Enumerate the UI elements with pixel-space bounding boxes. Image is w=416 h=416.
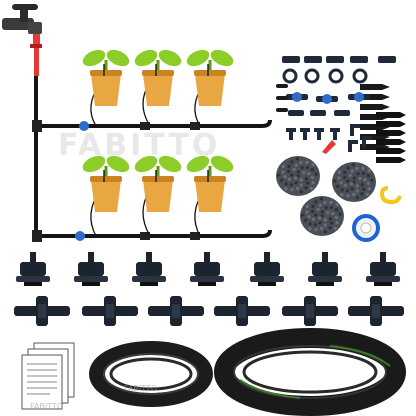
- blue-valve: [322, 94, 332, 104]
- hook-icon: [379, 186, 402, 205]
- dripper-stake: [376, 139, 406, 145]
- plant-pot-icon: [186, 155, 234, 212]
- drip-emitter-icon: [74, 252, 108, 286]
- goof-plug-pile: [332, 162, 376, 202]
- accessory-parts: [276, 56, 406, 242]
- cross-connector-icon: [148, 296, 204, 326]
- water-tap-icon: [2, 4, 42, 76]
- drip-stake: [360, 84, 390, 90]
- punch-tool: [322, 140, 336, 154]
- drip-stake: [360, 104, 390, 110]
- straight-connector: [326, 56, 344, 63]
- straight-connector: [378, 56, 396, 63]
- tube-coil-small-icon: [89, 341, 213, 407]
- ring-clamp: [352, 68, 368, 84]
- dripper-stake: [376, 130, 406, 136]
- drip-emitter-icon: [366, 252, 400, 286]
- drip-emitter-icon: [190, 252, 224, 286]
- end-plug: [276, 108, 288, 112]
- straight-connector: [350, 56, 368, 63]
- plant-pot-icon: [82, 49, 130, 106]
- brand-watermark-coil: FABITTO: [124, 384, 158, 393]
- plant-pot-icon: [82, 155, 130, 212]
- tube-coil-large-icon: [214, 328, 406, 416]
- brand-watermark: FABITTO: [58, 128, 221, 163]
- barb-connector-pile: [276, 156, 320, 196]
- tee-connector: [334, 110, 350, 116]
- tee-fitting: [286, 128, 296, 140]
- ring-clamp: [304, 68, 320, 84]
- straight-connector: [304, 56, 322, 63]
- cross-connector-icon: [214, 296, 270, 326]
- elbow-fitting: [350, 124, 360, 136]
- tee-connector: [288, 110, 304, 116]
- elbow-fitting: [348, 140, 358, 152]
- dripper-stake: [376, 112, 406, 118]
- drip-emitter-icon: [132, 252, 166, 286]
- document-stack-icon: [21, 342, 75, 410]
- plant-pot-icon: [134, 155, 182, 212]
- plant-pot-icon: [134, 49, 182, 106]
- ring-clamp: [282, 68, 298, 84]
- tee-fitting: [300, 128, 310, 140]
- ring-clamp: [328, 68, 344, 84]
- dripper-stake: [376, 148, 406, 154]
- drip-emitter-icon: [16, 252, 50, 286]
- elbow-fitting: [362, 136, 372, 148]
- cross-connector-icon: [82, 296, 138, 326]
- brand-watermark-docs: FABITTO: [30, 402, 64, 411]
- blue-valve: [292, 92, 302, 102]
- drip-emitter-icon: [250, 252, 284, 286]
- end-plug: [276, 84, 288, 88]
- cross-connector-icon: [282, 296, 338, 326]
- end-plug: [276, 96, 288, 100]
- blue-valve: [354, 92, 364, 102]
- cross-connector-icon: [14, 296, 70, 326]
- tee-fitting: [330, 128, 340, 140]
- dripper-stake: [376, 157, 406, 163]
- plant-pots: [82, 49, 234, 212]
- drip-emitter-icon: [308, 252, 342, 286]
- plant-pot-icon: [186, 49, 234, 106]
- joiner-pile: [300, 196, 344, 236]
- tee-connector: [310, 110, 326, 116]
- drip-emitters: [16, 252, 400, 286]
- tee-fitting: [314, 128, 324, 140]
- pipe-connectors: [32, 120, 200, 242]
- straight-connector: [282, 56, 300, 63]
- cross-connectors: [14, 296, 404, 326]
- cross-connector-icon: [348, 296, 404, 326]
- dripper-stake: [376, 121, 406, 127]
